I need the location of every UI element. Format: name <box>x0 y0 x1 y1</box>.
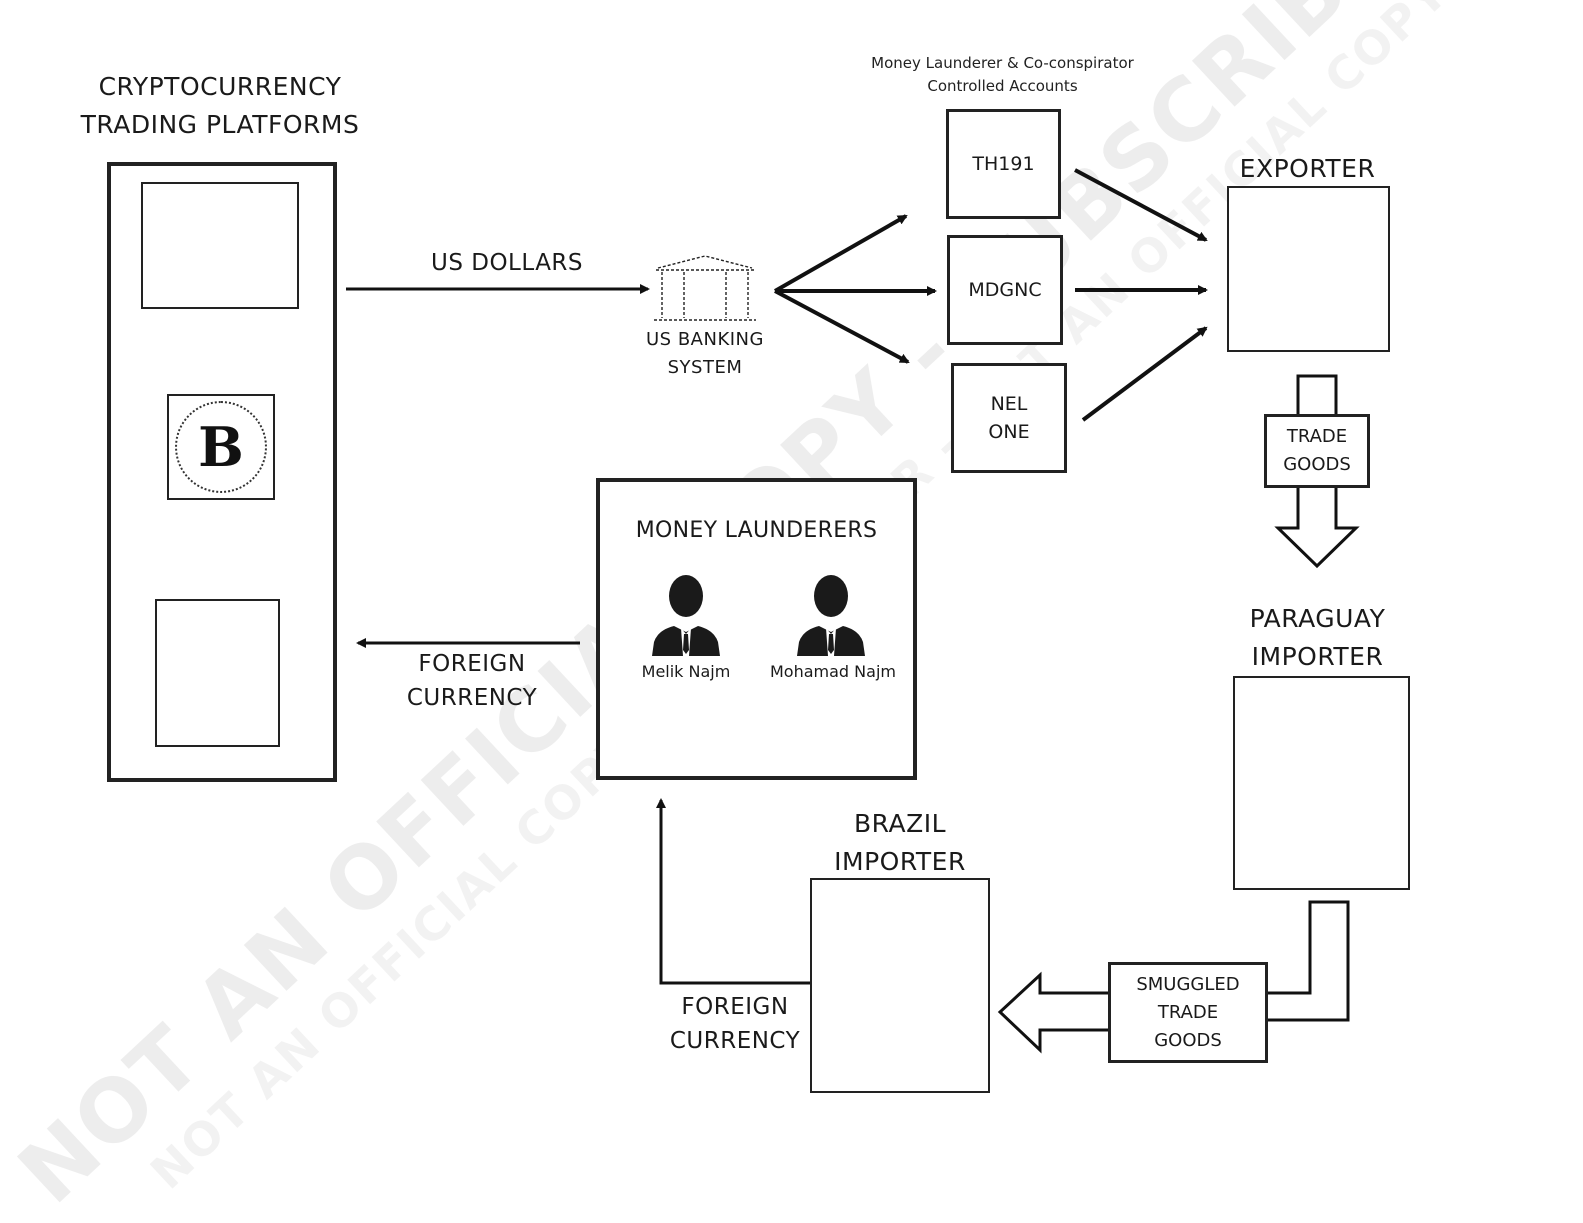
accounts-header-line2: Controlled Accounts <box>927 77 1078 95</box>
account-nelone-label-line1: NEL <box>990 393 1028 415</box>
account-mdgnc-label: MDGNC <box>968 279 1042 301</box>
bank-to-th191-arrow <box>774 214 908 293</box>
account-mdgnc: MDGNC <box>947 235 1063 345</box>
banking-line2: SYSTEM <box>667 357 743 378</box>
person-1-name: Melik Najm <box>641 662 731 681</box>
money-launderers-title: MONEY LAUNDERERS <box>635 518 878 543</box>
paraguay-to-smuggled-band <box>1260 900 1350 1022</box>
smuggled-line1: SMUGGLED <box>1136 973 1240 995</box>
account-th191: TH191 <box>946 109 1061 219</box>
person-icon <box>652 575 720 656</box>
smuggled-to-brazil-arrow <box>997 971 1112 1054</box>
nelone-to-exporter-arrow <box>1081 326 1208 422</box>
brazil-title-line1: BRAZIL <box>853 809 947 838</box>
person-2-avatar <box>793 570 869 656</box>
brazil-title: BRAZIL IMPORTER <box>800 805 1000 881</box>
th191-to-exporter-arrow <box>1074 168 1208 242</box>
platforms-title-line1: CRYPTOCURRENCY <box>98 72 342 101</box>
paraguay-title-line1: PARAGUAY <box>1249 604 1386 633</box>
person-2-name: Mohamad Najm <box>770 662 896 681</box>
account-nelone: NEL ONE <box>951 363 1067 473</box>
brazil-to-launderers-path <box>656 798 812 985</box>
foreign-currency-left-line1: FOREIGN <box>418 651 526 677</box>
us-map-panel <box>141 182 299 309</box>
trade-goods-box: TRADE GOODS <box>1264 414 1370 488</box>
paraguay-box <box>1233 676 1410 890</box>
foreign-currency-bottom-label: FOREIGN CURRENCY <box>655 990 815 1058</box>
bank-to-nelone-arrow <box>774 289 910 364</box>
account-nelone-label-line2: ONE <box>988 421 1030 443</box>
exporter-title: EXPORTER <box>1239 154 1376 183</box>
paraguay-title-line2: IMPORTER <box>1251 642 1384 671</box>
platforms-title-line2: TRADING PLATFORMS <box>80 110 360 139</box>
bitcoin-symbol: B <box>198 415 244 479</box>
accounts-header: Money Launderer & Co-conspirator Control… <box>830 52 1175 98</box>
smuggled-goods-box: SMUGGLED TRADE GOODS <box>1108 962 1268 1063</box>
platforms-title: CRYPTOCURRENCY TRADING PLATFORMS <box>55 68 385 144</box>
foreign-currency-left-label: FOREIGN CURRENCY <box>392 647 552 715</box>
us-dollars-label: US DOLLARS <box>430 250 584 276</box>
smuggled-line2: TRADE <box>1157 1001 1219 1023</box>
platform-blank-panel <box>155 599 280 747</box>
person-icon <box>797 575 865 656</box>
trade-goods-line2: GOODS <box>1283 454 1351 475</box>
brazil-title-line2: IMPORTER <box>834 847 966 876</box>
bank-building-icon <box>654 255 756 321</box>
foreign-currency-bottom-line2: CURRENCY <box>669 1028 801 1054</box>
banking-label: US BANKING SYSTEM <box>620 326 790 382</box>
banking-line1: US BANKING <box>646 329 764 350</box>
person-1-avatar <box>648 570 724 656</box>
trade-goods-line1: TRADE <box>1286 426 1348 447</box>
bitcoin-panel: B <box>167 394 275 500</box>
bitcoin-icon: B <box>175 401 267 493</box>
foreign-currency-left-line2: CURRENCY <box>406 685 538 711</box>
account-th191-label: TH191 <box>972 153 1035 175</box>
brazil-box <box>810 878 990 1093</box>
paraguay-title: PARAGUAY IMPORTER <box>1205 600 1430 676</box>
accounts-header-line1: Money Launderer & Co-conspirator <box>871 54 1134 72</box>
smuggled-line3: GOODS <box>1154 1029 1222 1051</box>
money-launderers-box: MONEY LAUNDERERS Melik Najm Mohamad Najm <box>596 478 917 780</box>
foreign-currency-bottom-line1: FOREIGN <box>681 994 789 1020</box>
exporter-box <box>1227 186 1390 352</box>
